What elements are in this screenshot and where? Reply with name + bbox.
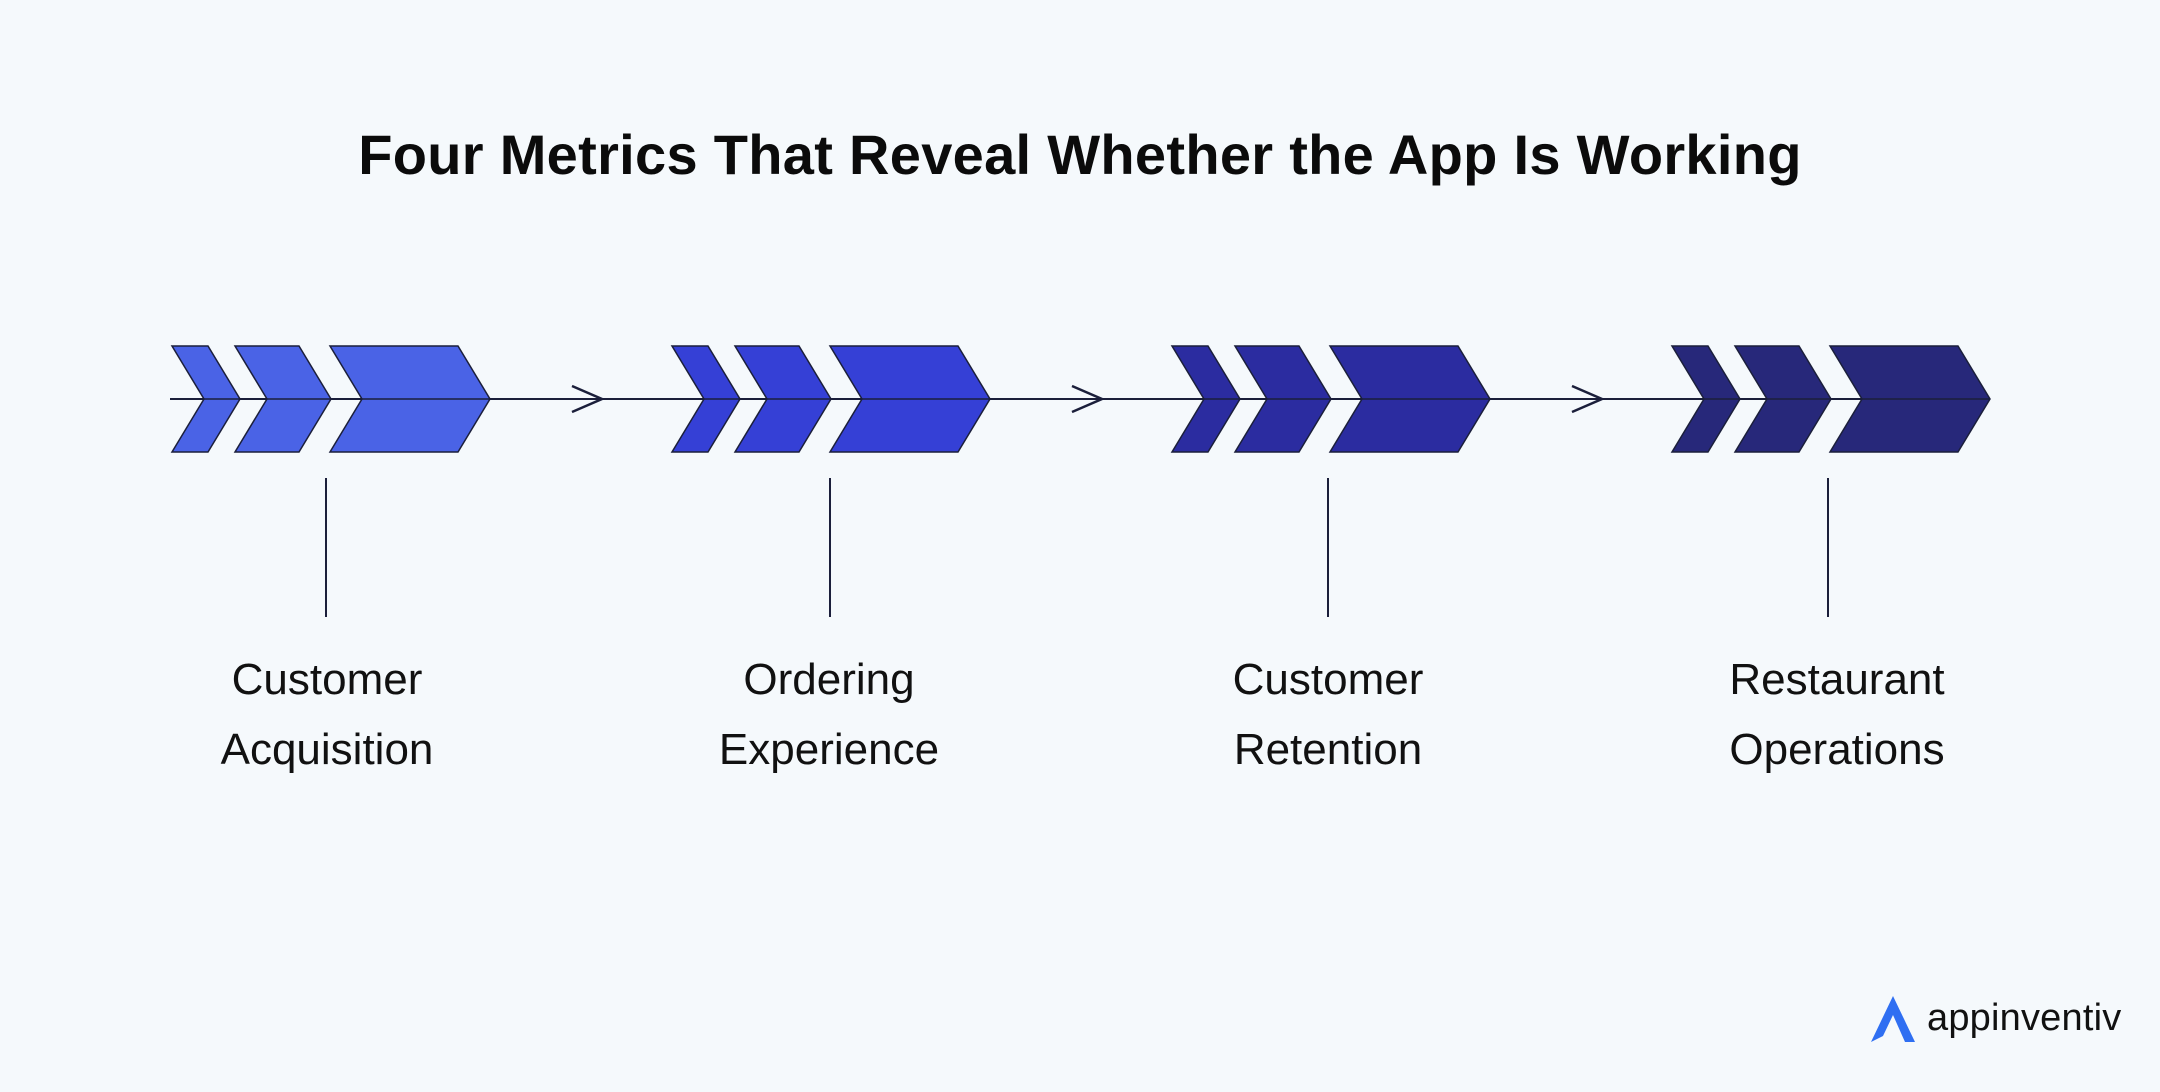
stage-label-4-line1: Restaurant <box>1729 655 1945 704</box>
stage-label-3-line1: Customer <box>1232 655 1424 704</box>
stage-label-2-line1: Ordering <box>743 655 915 704</box>
stage-label-2-line2: Experience <box>718 725 940 774</box>
stage-label-4: Restaurant Operations <box>1657 645 2017 785</box>
stage-label-3: Customer Retention <box>1148 645 1508 785</box>
flow-arrow-icon-2 <box>1071 384 1106 414</box>
page-title: Four Metrics That Reveal Whether the App… <box>358 123 1802 186</box>
stage-label-1-line1: Customer <box>231 655 423 704</box>
logo-text: appinventiv <box>1927 996 2122 1039</box>
flow-arrow-icon-1 <box>571 384 606 414</box>
stage-label-1-line2: Acquisition <box>220 725 434 774</box>
stage-label-3-line2: Retention <box>1233 725 1423 774</box>
flow-arrow-icon-3 <box>1571 384 1606 414</box>
stage-label-2: Ordering Experience <box>649 645 1009 785</box>
stage-label-1: Customer Acquisition <box>147 645 507 785</box>
stage-label-4-line2: Operations <box>1729 725 1945 774</box>
logo-mark-icon <box>1871 996 1915 1042</box>
appinventiv-logo: appinventiv <box>1865 988 2121 1048</box>
